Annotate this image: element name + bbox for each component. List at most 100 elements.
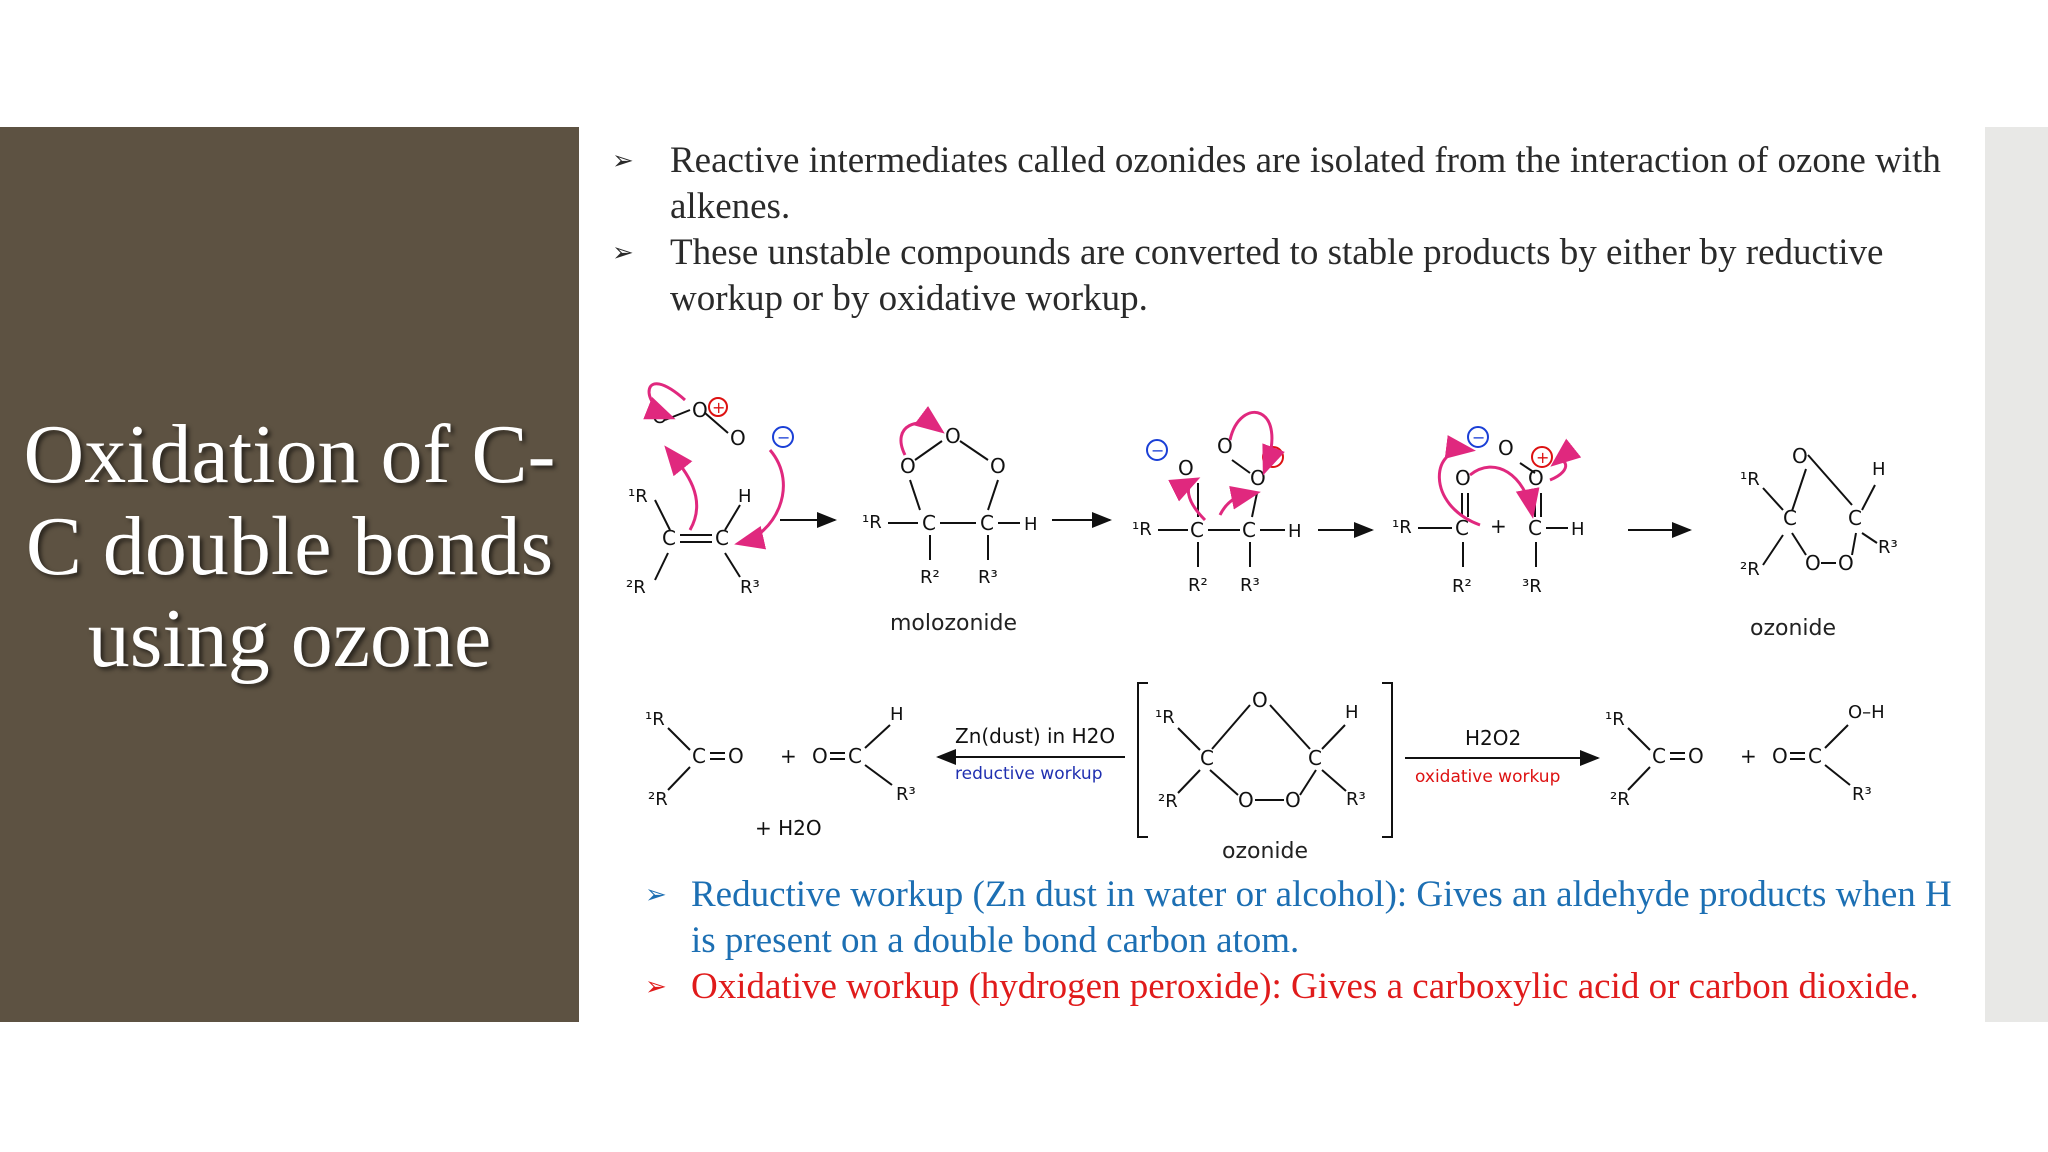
- svg-text:¹R: ¹R: [1605, 709, 1625, 730]
- svg-text:C: C: [922, 511, 936, 535]
- svg-text:²R: ²R: [1158, 791, 1178, 812]
- h2o2-label: H2O2: [1465, 726, 1521, 750]
- svg-text:R³: R³: [896, 784, 916, 805]
- svg-text:H: H: [890, 704, 904, 725]
- svg-text:C: C: [848, 744, 862, 768]
- reductive-products: ¹R C O ²R + O C H R³ + H2O: [645, 704, 916, 840]
- svg-text:C: C: [1242, 518, 1256, 542]
- svg-text:O: O: [900, 454, 916, 478]
- svg-text:C: C: [1190, 518, 1204, 542]
- oxidative-workup-label: oxidative workup: [1415, 767, 1560, 787]
- svg-text:¹R: ¹R: [628, 486, 648, 507]
- svg-text:H: H: [1872, 459, 1886, 480]
- svg-text:O: O: [812, 744, 828, 768]
- bullet-text: These unstable compounds are converted t…: [670, 232, 1884, 319]
- svg-text:²R: ²R: [626, 577, 646, 598]
- bullet-arrow-icon: ➢: [612, 146, 634, 176]
- svg-text:R³: R³: [740, 577, 760, 598]
- svg-text:R²: R²: [1188, 575, 1208, 596]
- svg-text:O: O: [1250, 466, 1266, 490]
- svg-text:O: O: [1838, 551, 1854, 575]
- oxidative-products: ¹R C O ²R + O C O–H R³: [1605, 702, 1885, 810]
- water-byproduct: + H2O: [755, 816, 822, 840]
- bullet-item: ➢ These unstable compounds are converted…: [612, 230, 1972, 322]
- svg-text:O: O: [1455, 466, 1471, 490]
- svg-text:C: C: [980, 511, 994, 535]
- svg-text:O: O: [692, 398, 708, 422]
- svg-text:−: −: [777, 428, 790, 447]
- svg-text:O: O: [1772, 744, 1788, 768]
- bullet-text: Reactive intermediates called ozonides a…: [670, 140, 1941, 227]
- svg-text:O: O: [1805, 551, 1821, 575]
- svg-text:¹R: ¹R: [1132, 519, 1152, 540]
- svg-text:¹R: ¹R: [645, 709, 665, 730]
- svg-text:+: +: [780, 744, 797, 768]
- svg-text:O: O: [945, 424, 961, 448]
- bullet-item: ➢ Reactive intermediates called ozonides…: [612, 138, 1972, 230]
- ozonide-label-top: ozonide: [1750, 616, 1836, 641]
- svg-text:¹R: ¹R: [1392, 517, 1412, 538]
- slide-title: Oxidation of C-C double bonds using ozon…: [23, 408, 556, 685]
- svg-text:C: C: [1528, 516, 1542, 540]
- svg-text:H: H: [738, 486, 752, 507]
- intro-bullets: ➢ Reactive intermediates called ozonides…: [612, 138, 1972, 322]
- svg-text:+: +: [1490, 514, 1507, 538]
- svg-text:+: +: [1740, 744, 1757, 768]
- oxidative-arrow: H2O2 oxidative workup: [1405, 726, 1600, 787]
- ozonide-label-bottom: ozonide: [1222, 839, 1308, 864]
- svg-text:H: H: [1024, 514, 1038, 535]
- svg-text:O: O: [1792, 444, 1808, 468]
- svg-text:C: C: [1652, 744, 1666, 768]
- reductive-arrow: Zn(dust) in H2O reductive workup: [936, 724, 1125, 784]
- svg-text:O: O: [1498, 436, 1514, 460]
- svg-text:R³: R³: [1852, 784, 1872, 805]
- workup-notes: ➢ Reductive workup (Zn dust in water or …: [645, 872, 1985, 1010]
- svg-text:O: O: [1178, 456, 1194, 480]
- svg-text:O: O: [1217, 434, 1233, 458]
- svg-text:C: C: [715, 526, 729, 550]
- svg-text:+: +: [712, 398, 725, 417]
- svg-text:C: C: [662, 526, 676, 550]
- svg-text:H: H: [1288, 521, 1302, 542]
- molozonide-label: molozonide: [890, 611, 1017, 636]
- svg-text:O–H: O–H: [1848, 702, 1885, 723]
- svg-text:O: O: [1252, 688, 1268, 712]
- svg-text:H: H: [1571, 519, 1585, 540]
- reductive-note-text: Reductive workup (Zn dust in water or al…: [691, 874, 1952, 961]
- svg-text:−: −: [1472, 428, 1485, 447]
- oxidative-note: ➢ Oxidative workup (hydrogen peroxide): …: [645, 964, 1985, 1010]
- svg-text:R³: R³: [1240, 575, 1260, 596]
- svg-text:−: −: [1151, 441, 1164, 460]
- svg-text:²R: ²R: [648, 789, 668, 810]
- svg-text:C: C: [1848, 506, 1862, 530]
- bullet-arrow-icon: ➢: [645, 972, 667, 1002]
- bullet-arrow-icon: ➢: [645, 880, 667, 910]
- svg-text:R³: R³: [1346, 789, 1366, 810]
- svg-text:O: O: [1285, 788, 1301, 812]
- svg-text:R²: R²: [920, 567, 940, 588]
- svg-text:O: O: [730, 426, 746, 450]
- svg-text:+: +: [1536, 448, 1549, 467]
- reductive-note: ➢ Reductive workup (Zn dust in water or …: [645, 872, 1985, 964]
- svg-text:C: C: [1783, 506, 1797, 530]
- svg-text:C: C: [1455, 516, 1469, 540]
- zn-reagent-label: Zn(dust) in H2O: [955, 724, 1115, 748]
- svg-text:C: C: [1808, 744, 1822, 768]
- svg-text:O: O: [1688, 744, 1704, 768]
- svg-text:R³: R³: [1878, 537, 1898, 558]
- bullet-arrow-icon: ➢: [612, 238, 634, 268]
- title-panel: Oxidation of C-C double bonds using ozon…: [0, 127, 579, 1022]
- svg-text:H: H: [1345, 702, 1359, 723]
- svg-text:C: C: [1200, 746, 1214, 770]
- reductive-workup-label: reductive workup: [955, 764, 1102, 784]
- svg-text:O: O: [1238, 788, 1254, 812]
- svg-text:³R: ³R: [1522, 576, 1542, 597]
- svg-text:R²: R²: [1452, 576, 1472, 597]
